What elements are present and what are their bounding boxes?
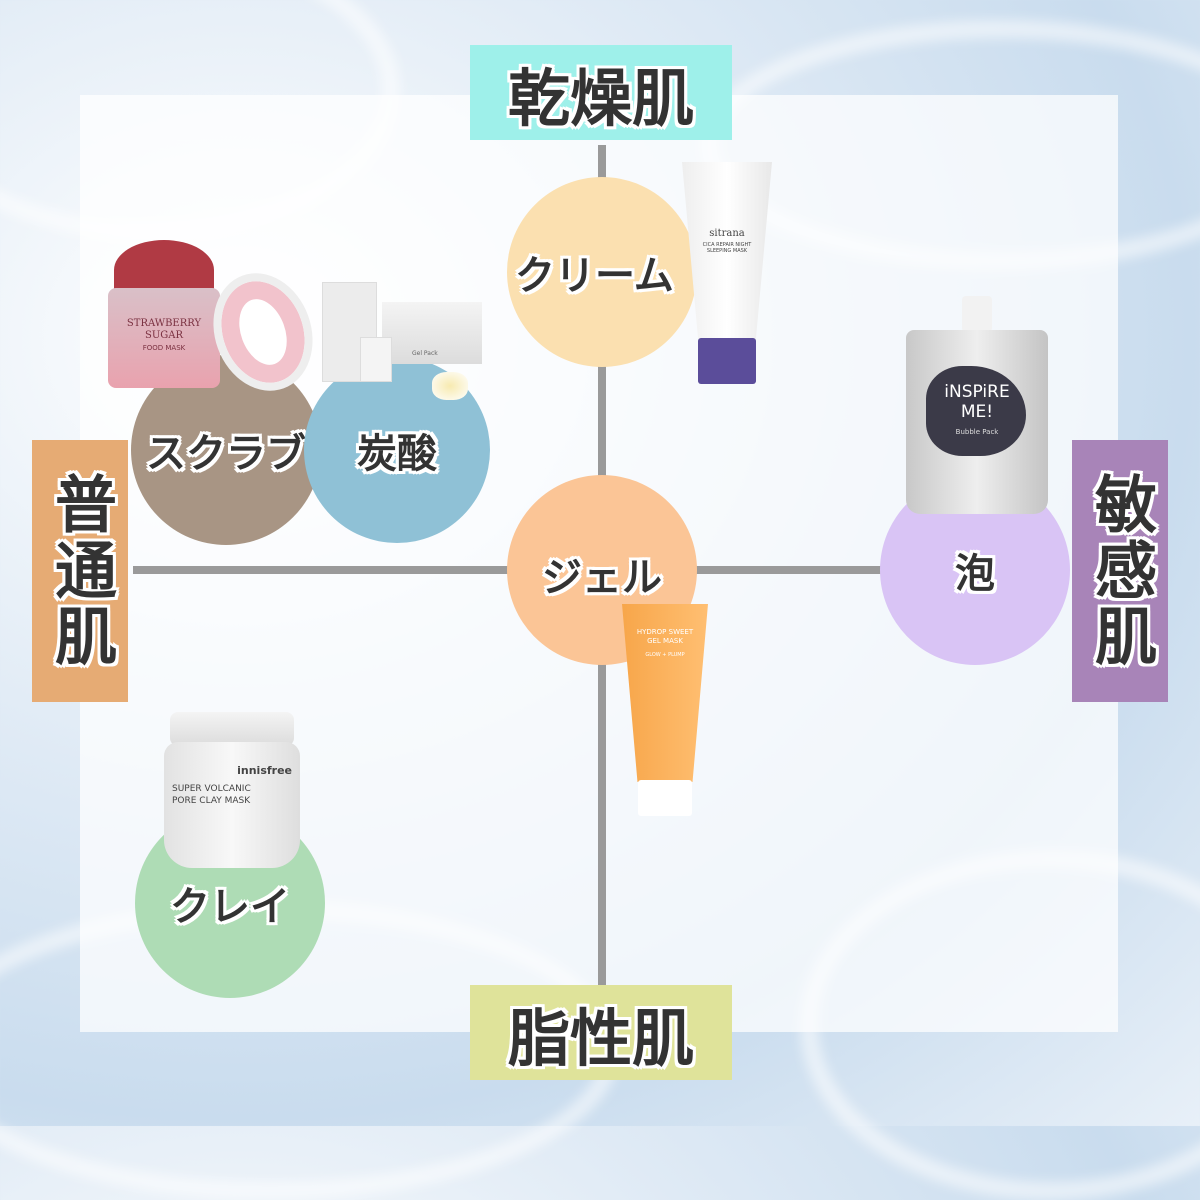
product-text: Gel Pack (412, 350, 438, 357)
category-cream: クリーム (507, 177, 697, 367)
product-carbonated-pack: Gel Pack (322, 282, 484, 400)
product-scrub-jar: STRAWBERRY SUGAR FOOD MASK (108, 240, 220, 388)
product-brand: iNSPiRE ME! (944, 382, 1010, 422)
product-text: FOOD MASK (142, 344, 186, 352)
product-cream-tube: sitrana CICA REPAIR NIGHT SLEEPING MASK (682, 162, 772, 384)
product-gel-tube: HYDROP SWEET GEL MASK GLOW + PLUMP (622, 604, 708, 816)
axis-label-top: 乾燥肌 (470, 45, 732, 140)
product-foam-pouch: iNSPiRE ME! Bubble Pack (906, 296, 1048, 514)
product-brand: sitrana (709, 228, 745, 239)
product-brand: innisfree (237, 764, 292, 777)
product-clay-jar: innisfree SUPER VOLCANIC PORE CLAY MASK (164, 712, 300, 868)
category-gel: ジェル (507, 475, 697, 665)
product-brand: STRAWBERRY SUGAR (126, 318, 202, 341)
axis-label-left: 普通肌 (32, 440, 128, 702)
axis-label-right: 敏感肌 (1072, 440, 1168, 702)
product-text: GLOW + PLUMP (645, 652, 685, 658)
axis-label-bottom: 脂性肌 (470, 985, 732, 1080)
product-brand: HYDROP SWEET GEL MASK (636, 628, 694, 645)
product-text: Bubble Pack (955, 428, 999, 436)
product-text: CICA REPAIR NIGHT SLEEPING MASK (702, 242, 752, 254)
product-text: SUPER VOLCANIC PORE CLAY MASK (172, 784, 251, 806)
